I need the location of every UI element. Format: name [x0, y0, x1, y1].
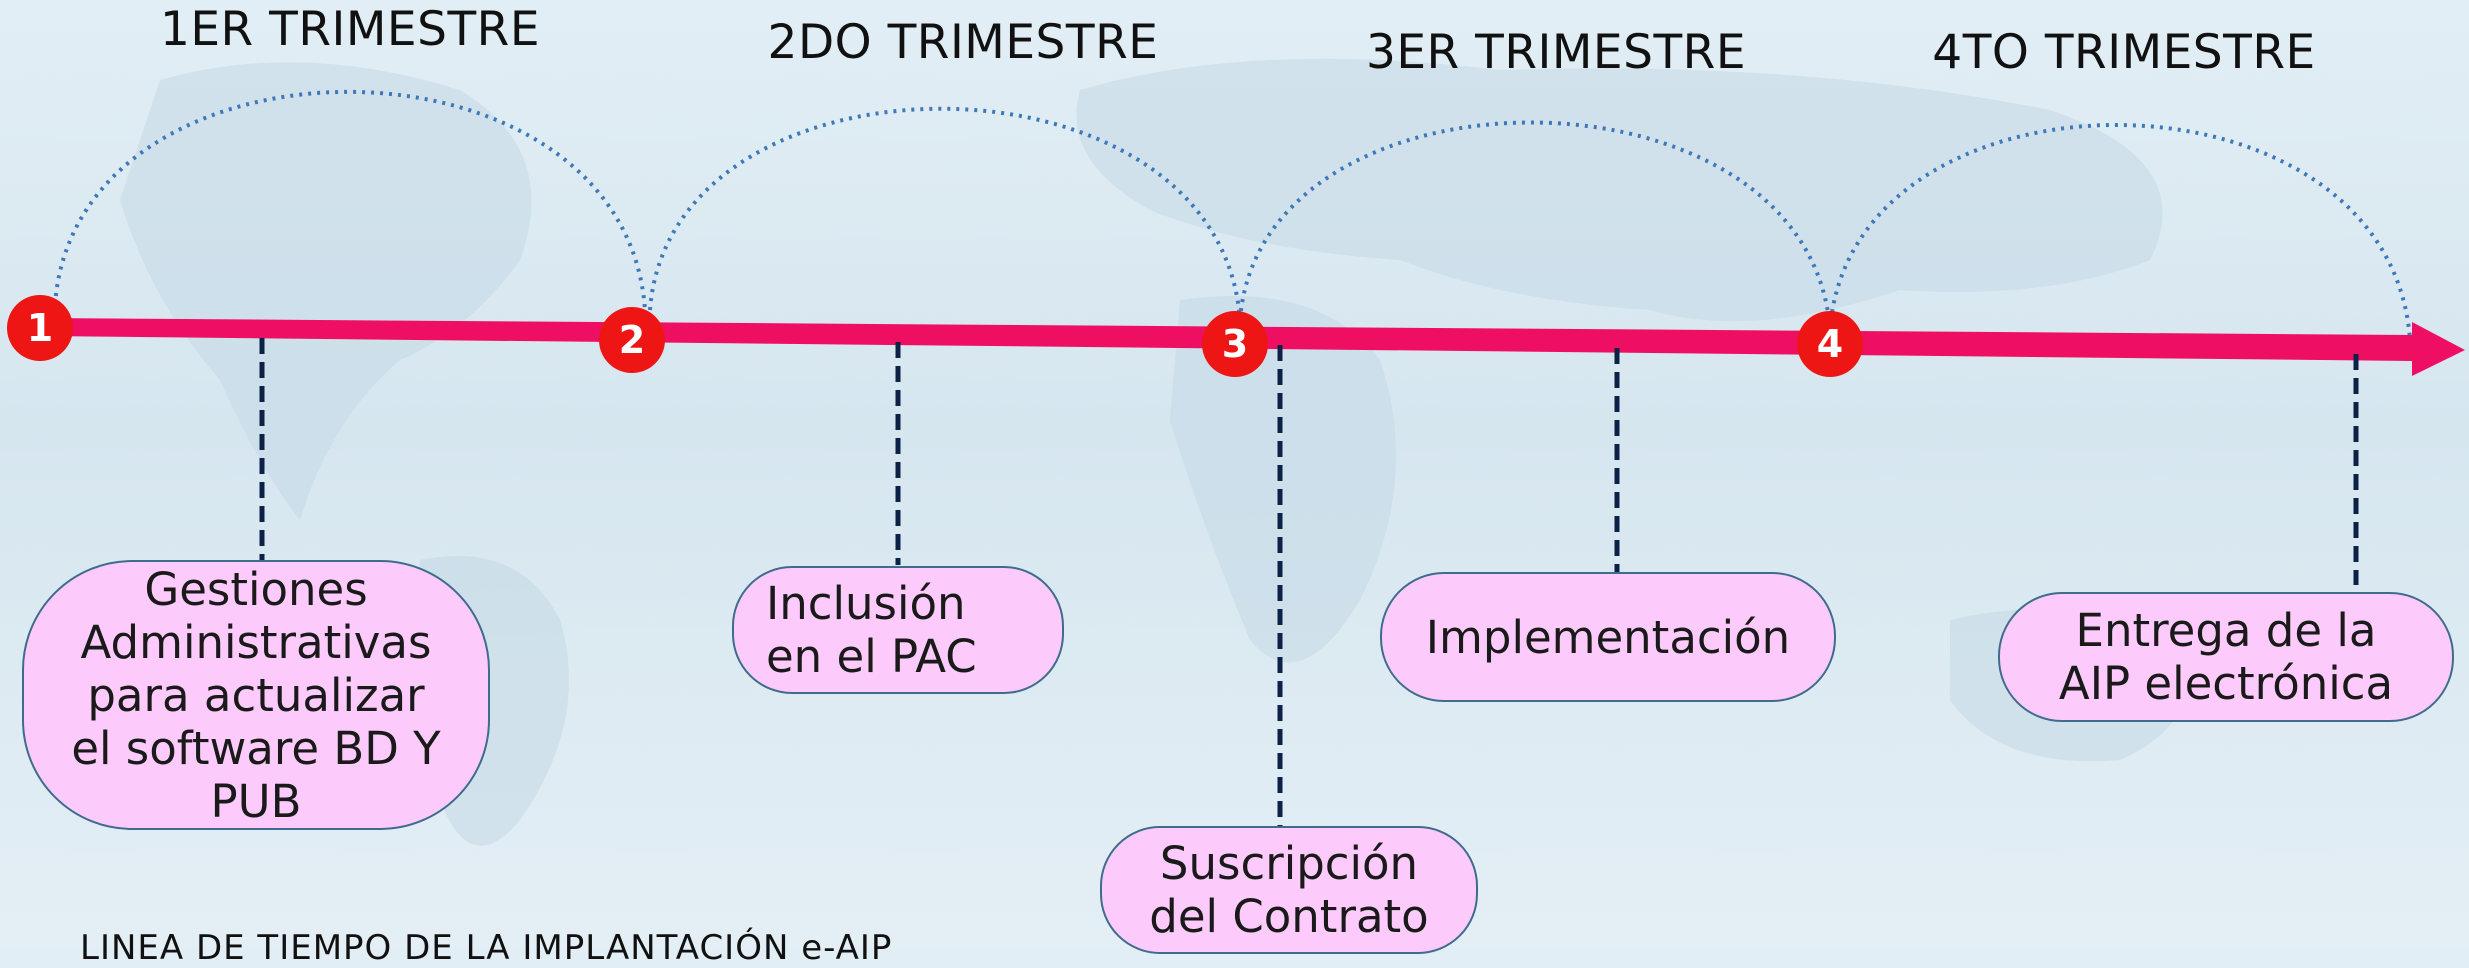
event-box-implementacion: Implementación: [1380, 572, 1836, 702]
quarter-arc-1: [53, 89, 647, 311]
quarter-label-2: 2DO TRIMESTRE: [767, 15, 1159, 70]
milestone-1: 1: [7, 295, 73, 361]
milestone-3: 3: [1202, 311, 1268, 377]
event-box-entrega: Entrega de la AIP electrónica: [1998, 592, 2454, 722]
event-box-gestiones: Gestiones Administrativas para actualiza…: [22, 560, 490, 830]
event-box-suscripcion: Suscripción del Contrato: [1100, 826, 1478, 954]
diagram-caption: LINEA DE TIEMPO DE LA IMPLANTACIÓN e-AIP: [80, 928, 893, 968]
quarter-label-3: 3ER TRIMESTRE: [1365, 25, 1747, 80]
quarter-arc-3: [1238, 120, 1832, 331]
milestone-2: 2: [599, 307, 665, 373]
milestone-4: 4: [1797, 311, 1863, 377]
quarter-label-4: 4TO TRIMESTRE: [1932, 25, 2316, 80]
quarter-label-1: 1ER TRIMESTRE: [159, 2, 541, 57]
quarter-arc-2: [648, 106, 1242, 321]
event-box-inclusion: Inclusión en el PAC: [732, 566, 1064, 694]
quarter-arc-4: [1828, 123, 2412, 341]
